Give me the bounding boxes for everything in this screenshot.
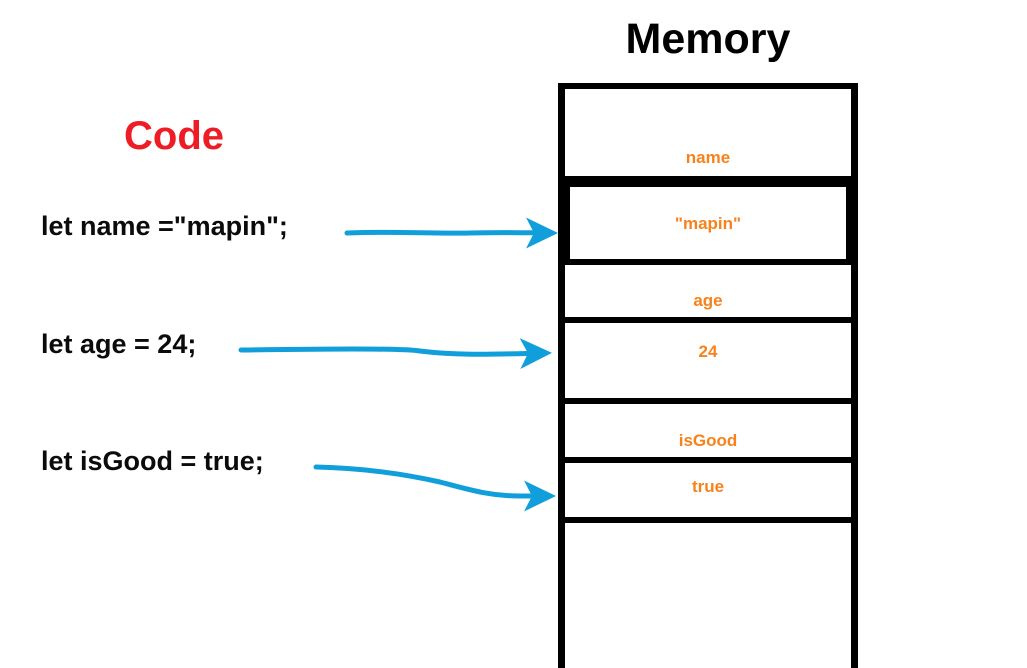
memory-cell-age-value: 24 bbox=[565, 323, 851, 404]
memory-cell-name-value: "mapin" bbox=[565, 182, 851, 265]
arrow-name-to-memory bbox=[344, 217, 559, 249]
memory-cell-isgood-value: true bbox=[565, 463, 851, 523]
memory-cell-name-label: name bbox=[565, 89, 851, 182]
memory-cell-text: isGood bbox=[678, 431, 738, 450]
code-line-age: let age = 24; bbox=[41, 329, 197, 359]
arrow-age-to-memory bbox=[238, 338, 552, 370]
memory-cell-text: "mapin" bbox=[674, 213, 742, 233]
memory-cell-text: name bbox=[685, 148, 731, 167]
memory-cell-text: age bbox=[693, 291, 723, 310]
memory-cell-text: true bbox=[691, 477, 725, 496]
memory-section-title: Memory bbox=[625, 15, 791, 63]
memory-column: name "mapin" age 24 isGood true bbox=[558, 83, 858, 668]
arrow-isgood-to-memory bbox=[313, 464, 557, 512]
code-line-isgood: let isGood = true; bbox=[41, 446, 264, 476]
code-line-name: let name ="mapin"; bbox=[41, 211, 288, 241]
code-section-title: Code bbox=[124, 114, 224, 158]
memory-cell-isgood-label: isGood bbox=[565, 404, 851, 463]
memory-cell-age-label: age bbox=[565, 265, 851, 323]
memory-cell-text: 24 bbox=[698, 342, 718, 361]
memory-cell-empty bbox=[565, 523, 851, 668]
